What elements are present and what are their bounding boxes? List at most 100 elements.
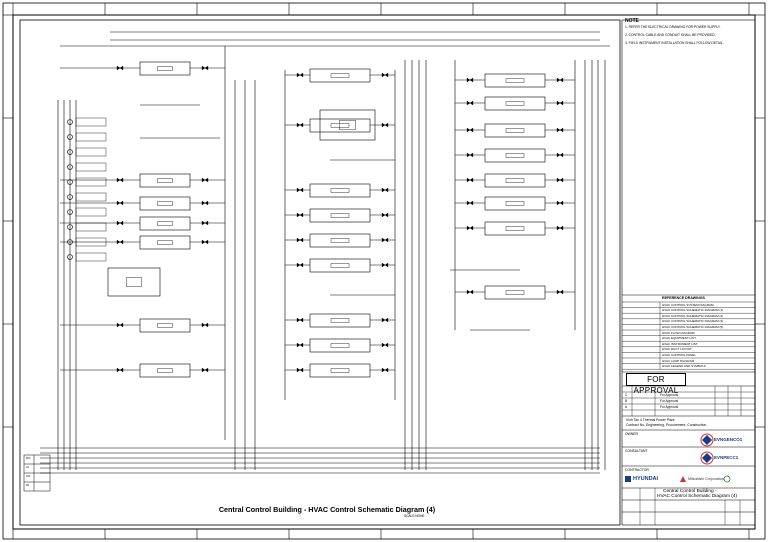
project-name-line1: Vinh Tan 4 Thermal Power Plant <box>626 418 675 422</box>
valve-symbol <box>466 177 474 183</box>
air-handling-unit <box>139 318 191 333</box>
project-name-line2: Contract No. Engineering, Procurement, C… <box>626 423 707 427</box>
valve-symbol <box>296 212 304 218</box>
valve-symbol <box>116 239 124 245</box>
valve-symbol <box>116 65 124 71</box>
air-handling-unit <box>139 216 191 231</box>
title-block-column <box>621 19 756 526</box>
valve-symbol <box>201 65 209 71</box>
instrument-tag <box>75 147 107 157</box>
reference-drawing-row: HVAC LEGEND AND SYMBOLS <box>662 364 706 369</box>
exhaust-fan-unit <box>484 96 546 111</box>
instrument-bubble <box>67 209 73 215</box>
instrument-tag <box>75 162 107 172</box>
note-2: 2. CONTROL CABLE AND CONDUIT SHALL BE PR… <box>625 33 716 37</box>
valve-symbol <box>556 152 564 158</box>
valve-symbol <box>556 289 564 295</box>
exhaust-fan-unit <box>484 148 546 163</box>
consultant-logo-mark <box>700 451 714 465</box>
valve-symbol <box>466 152 474 158</box>
instrument-tag <box>75 177 107 187</box>
exhaust-fan-unit <box>484 173 546 188</box>
for-approval-stamp: FOR APPROVAL <box>626 373 686 395</box>
drawing-frame <box>19 19 621 526</box>
exhaust-fan-unit <box>484 221 546 236</box>
valve-symbol <box>466 200 474 206</box>
instrument-bubble <box>67 194 73 200</box>
fan-coil-unit <box>309 118 371 133</box>
air-handling-unit <box>139 196 191 211</box>
legend-di: DI <box>26 483 29 487</box>
fan-coil-unit <box>309 208 371 223</box>
chiller-unit <box>107 267 161 297</box>
instrument-bubble <box>67 149 73 155</box>
notes-heading: NOTE <box>625 18 639 24</box>
contractor-label: CONTRACTOR <box>625 468 649 472</box>
drawing-title: Central Control Building - HVAC Control … <box>218 505 436 514</box>
valve-symbol <box>556 77 564 83</box>
hvac-schematic <box>40 31 610 474</box>
valve-symbol <box>201 322 209 328</box>
valve-symbol <box>296 367 304 373</box>
consultant-logo-text: EVNPECC1 <box>714 455 739 460</box>
valve-symbol <box>296 187 304 193</box>
valve-symbol <box>296 317 304 323</box>
instrument-bubble <box>67 239 73 245</box>
exhaust-fan-unit <box>484 73 546 88</box>
instrument-tag <box>75 132 107 142</box>
reference-drawing-grid <box>622 301 755 370</box>
note-1: 1. REFER THE ELECTRICAL DRAWING FOR POWE… <box>625 25 721 29</box>
contractor-logo-hyundai: HYUNDAI <box>633 476 659 482</box>
owner-label: OWNER <box>625 432 638 436</box>
fan-coil-unit <box>309 233 371 248</box>
note-3: 3. FIELD INSTRUMENT INSTALLATION SHALL F… <box>625 41 724 45</box>
valve-symbol <box>466 225 474 231</box>
exhaust-fan-unit <box>484 285 546 300</box>
title-block-line2: HVAC Control Schematic Diagram (4) <box>657 494 738 499</box>
air-handling-unit <box>139 61 191 76</box>
valve-symbol <box>116 200 124 206</box>
revision-grid <box>622 386 755 416</box>
title-block-grid <box>639 488 741 525</box>
valve-symbol <box>381 342 389 348</box>
valve-symbol <box>296 237 304 243</box>
valve-symbol <box>556 177 564 183</box>
owner-logo-text: EVNGENCO1 <box>714 437 743 442</box>
valve-symbol <box>556 225 564 231</box>
fan-coil-unit <box>309 183 371 198</box>
legend-do: DO <box>26 456 31 460</box>
valve-symbol <box>381 72 389 78</box>
revision-row-2-rev: B <box>625 399 628 403</box>
valve-symbol <box>381 237 389 243</box>
fan-coil-unit <box>309 313 371 328</box>
valve-symbol <box>296 122 304 128</box>
air-handling-unit <box>139 363 191 378</box>
revision-row-3-rev: A <box>625 405 628 409</box>
valve-symbol <box>466 289 474 295</box>
instrument-bubble <box>67 134 73 140</box>
air-handler-mid <box>319 109 376 141</box>
fan-coil-unit <box>309 363 371 378</box>
fan-coil-unit <box>309 68 371 83</box>
instrument-bubble <box>67 254 73 260</box>
valve-symbol <box>381 262 389 268</box>
exhaust-fan-unit <box>484 196 546 211</box>
revision-row-1-rev: C <box>625 393 628 397</box>
air-handling-unit <box>139 173 191 188</box>
revision-row-1-desc: For Approval <box>660 393 679 397</box>
reference-drawing-row: HVAC LOOP DIAGRAM <box>662 358 695 363</box>
valve-symbol <box>466 127 474 133</box>
drawing-scale: SCALE:NONE <box>404 514 425 518</box>
instrument-tag <box>75 207 107 217</box>
reference-drawing-row: HVAC INSTRUMENT LIST <box>662 341 698 346</box>
reference-drawing-row: HVAC CONTROL PANEL <box>662 353 696 357</box>
contractor-logo-marks <box>625 475 731 483</box>
valve-symbol <box>381 187 389 193</box>
valve-symbol <box>556 100 564 106</box>
valve-symbol <box>201 200 209 206</box>
valve-symbol <box>201 239 209 245</box>
border-ticks <box>3 3 765 539</box>
instrument-tag <box>75 117 107 127</box>
valve-symbol <box>556 127 564 133</box>
reference-drawing-row: HVAC CONTROL SCHEMATIC DIAGRAM (1) <box>662 308 724 313</box>
